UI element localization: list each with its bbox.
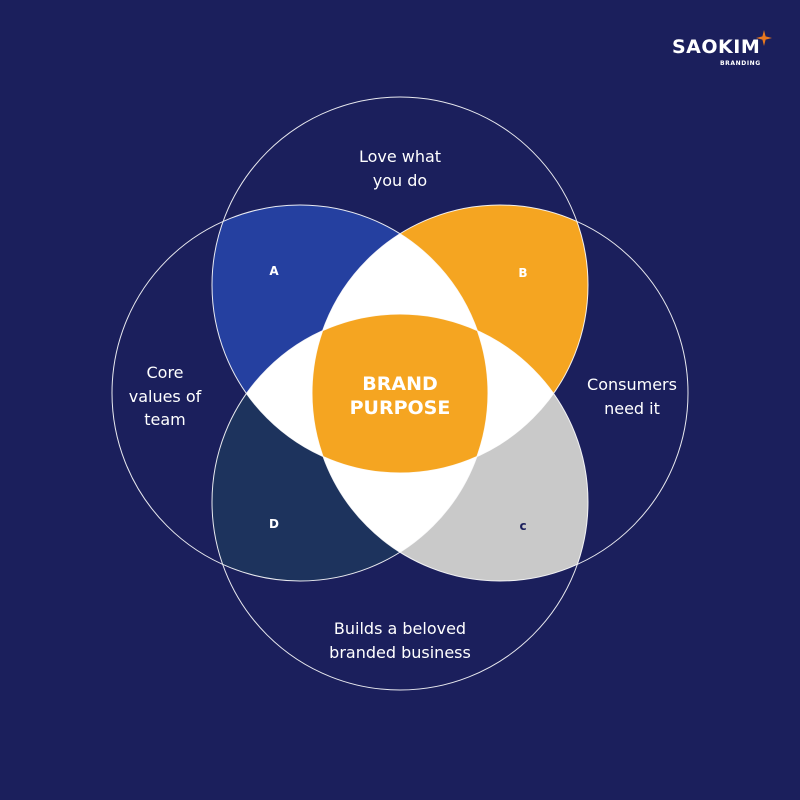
saokim-logo: SAOKIM BRANDING	[672, 30, 782, 70]
circle-bottom	[211, 313, 589, 691]
circle-right	[311, 204, 689, 582]
bottom-label-line1: Builds a beloved	[334, 619, 466, 638]
left-label-line1: Core	[146, 363, 183, 382]
lens-horizontal	[312, 205, 488, 581]
lens-vertical	[212, 314, 588, 473]
circle-outlines	[111, 96, 689, 691]
center-title-line1: BRAND	[362, 373, 438, 395]
lens-vertical-group	[212, 314, 588, 473]
region-d-label: D	[269, 517, 279, 531]
region-b-label: B	[518, 266, 527, 280]
star-icon	[756, 30, 772, 46]
lens-horizontal-group	[312, 205, 488, 581]
top-label-line1: Love what	[359, 147, 441, 166]
right-label-line1: Consumers	[587, 375, 677, 394]
right-label-line2: need it	[604, 399, 660, 418]
left-label-line2: values of	[129, 387, 202, 406]
circle-top	[211, 96, 589, 474]
circle-left	[111, 204, 489, 582]
top-label-line2: you do	[373, 171, 427, 190]
logo-wordmark: SAOKIM	[672, 36, 761, 58]
logo-subtitle: BRANDING	[720, 60, 761, 67]
region-c-label: c	[519, 519, 526, 533]
center-title-line2: PURPOSE	[350, 397, 451, 419]
region-a-label: A	[269, 264, 279, 278]
bottom-label-line2: branded business	[329, 643, 471, 662]
left-label-line3: team	[144, 410, 186, 429]
